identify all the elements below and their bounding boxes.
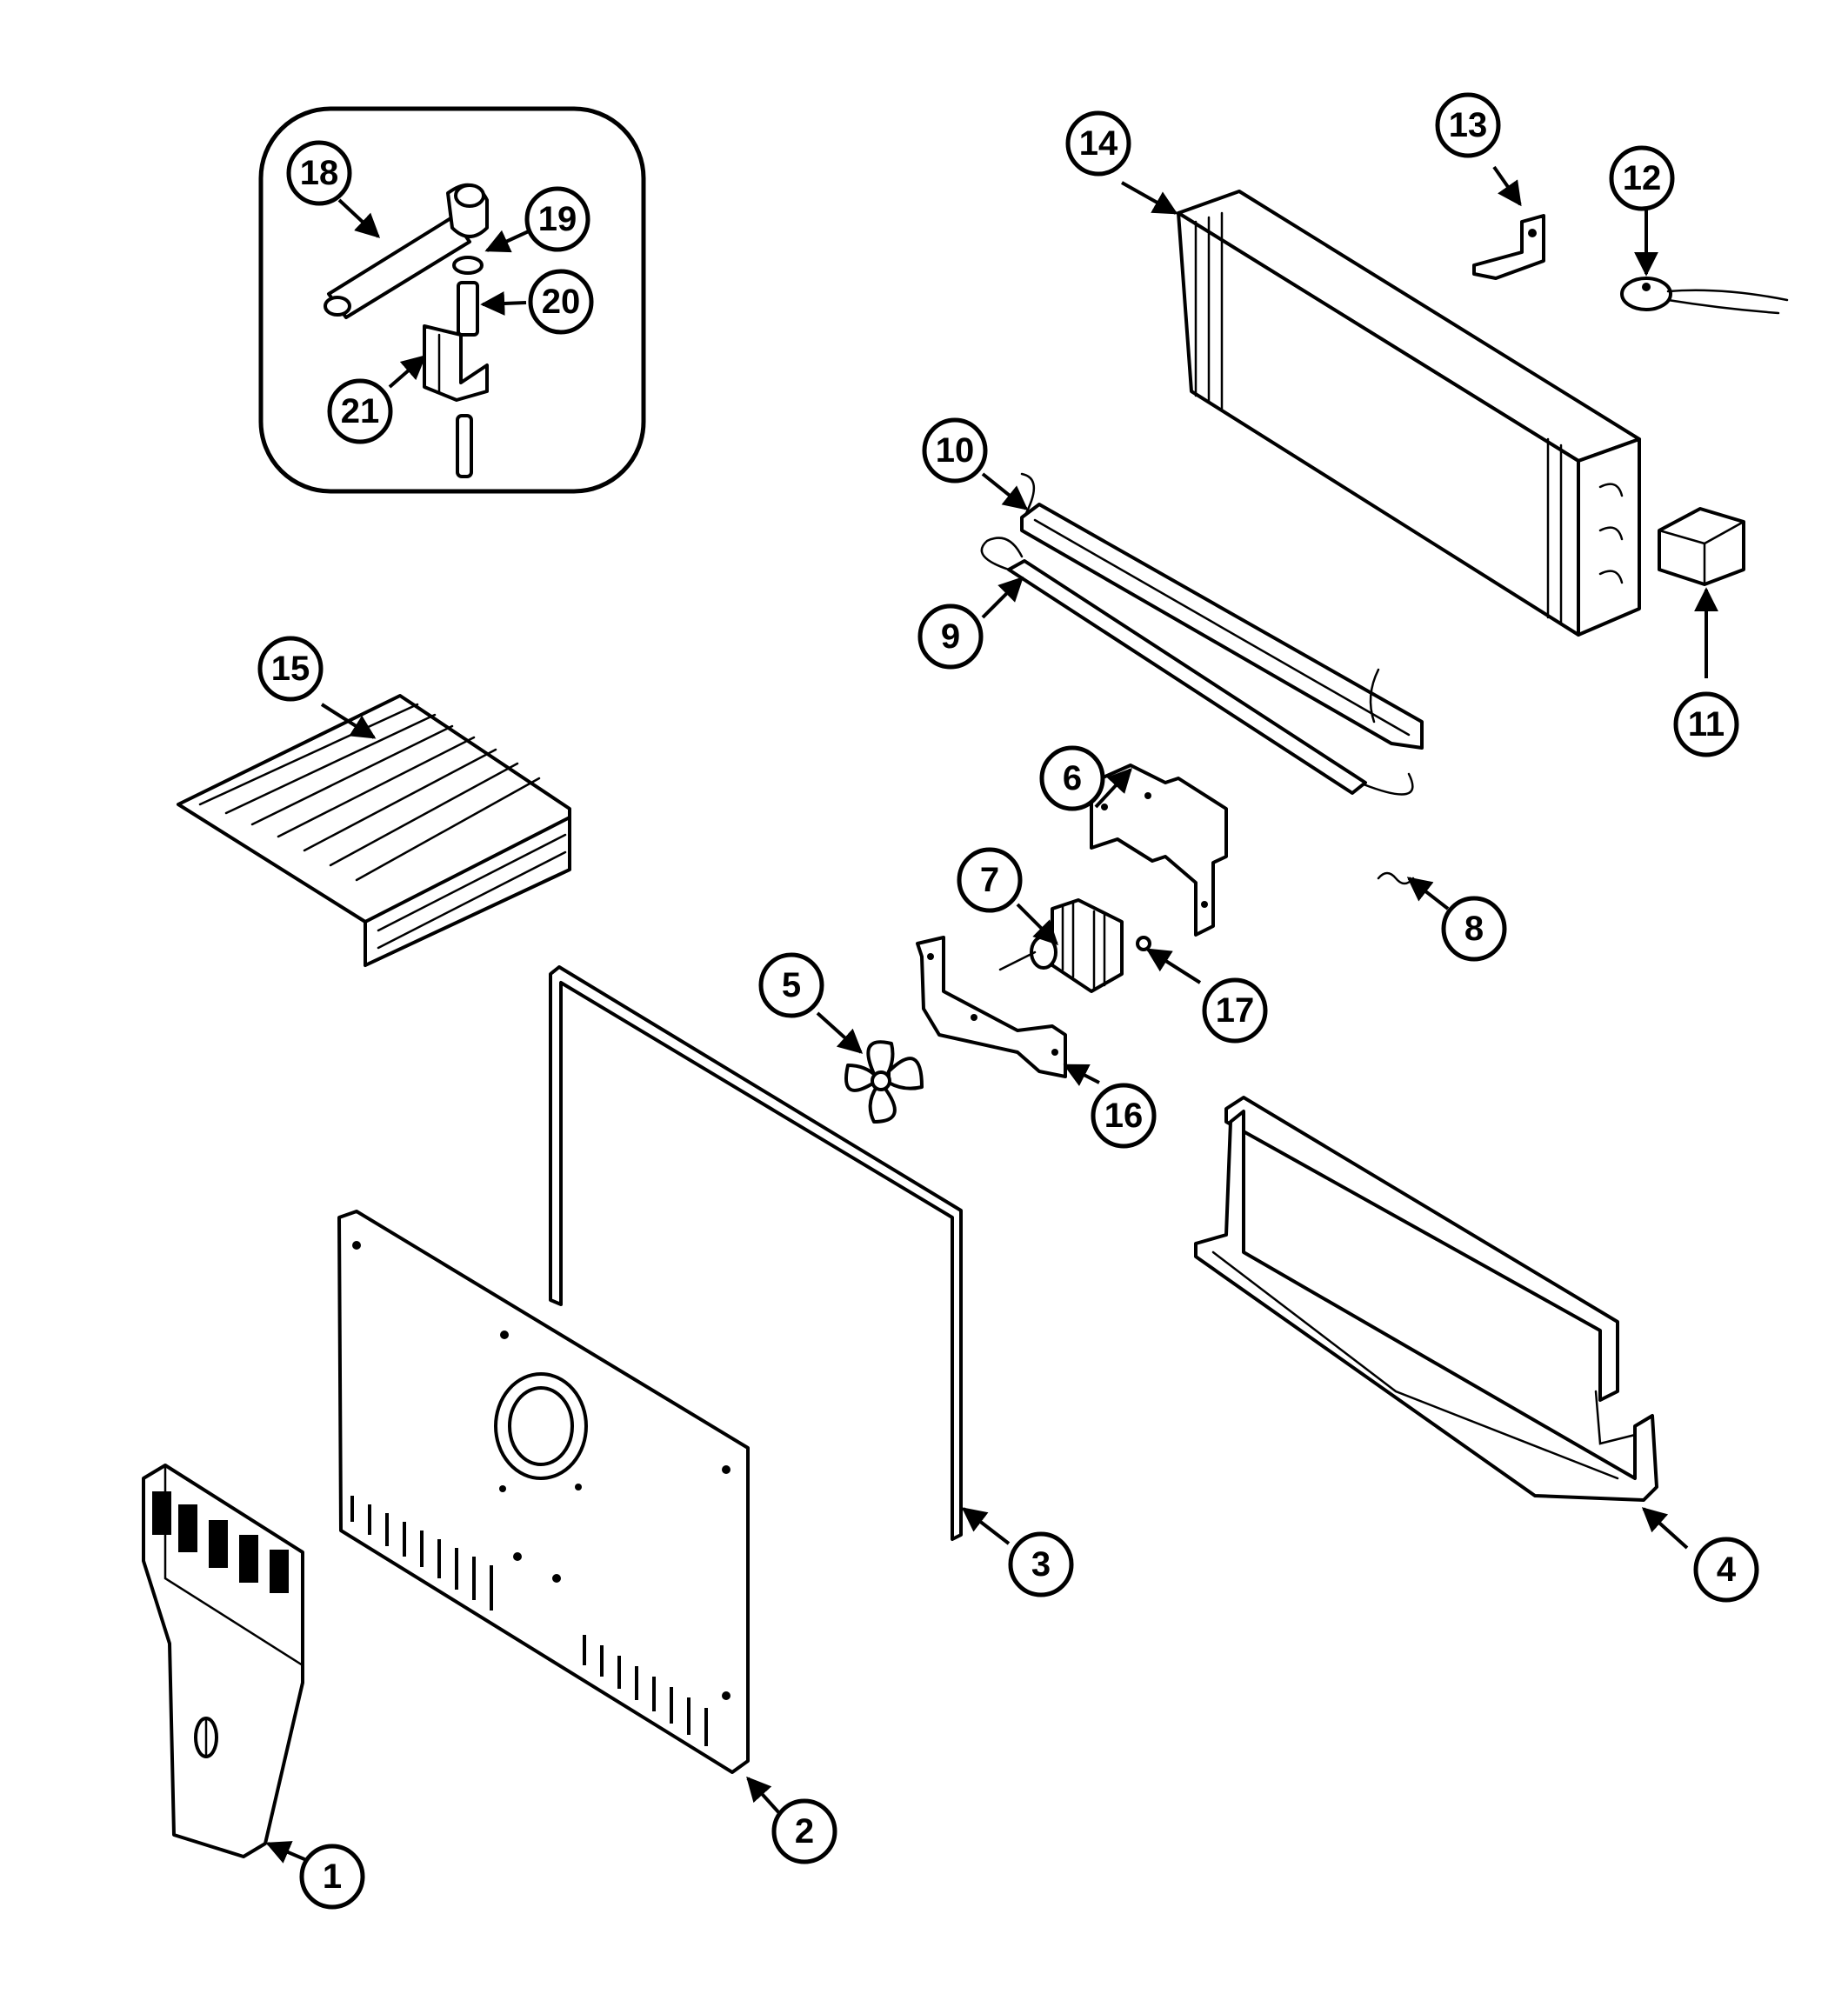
callout-label: 8 xyxy=(1464,910,1484,948)
part-8-clip xyxy=(1377,871,1415,885)
part-15-wire-shelf xyxy=(177,694,571,967)
callout-17: 17 xyxy=(1202,977,1268,1044)
part-5-fan-blade xyxy=(844,1040,924,1124)
part-6-motor-bracket xyxy=(1090,764,1228,937)
part-14-evaporator xyxy=(1177,190,1641,637)
vent-cover-louvers xyxy=(152,1491,289,1593)
callout-label: 19 xyxy=(538,200,577,238)
part-17-washer xyxy=(1136,936,1151,951)
part-2-rear-panel xyxy=(337,1210,750,1774)
part-4-drain-trough xyxy=(1194,1096,1658,1502)
callout-21: 21 xyxy=(327,378,393,444)
part-1-vent-cover xyxy=(142,1464,304,1858)
callout-label: 20 xyxy=(542,283,581,321)
callout-13: 13 xyxy=(1435,92,1501,158)
callouts: 1 2 3 4 5 6 7 8 xyxy=(257,92,1759,1910)
callout-8: 8 xyxy=(1441,896,1507,962)
callout-label: 14 xyxy=(1079,124,1118,163)
part-10-defrost-channel xyxy=(1020,472,1424,750)
callout-label: 10 xyxy=(936,431,975,470)
part-3-gasket-strip xyxy=(549,965,963,1541)
part-19-washer xyxy=(452,256,484,275)
callout-label: 12 xyxy=(1623,159,1662,197)
callout-1: 1 xyxy=(299,1844,365,1910)
callout-6: 6 xyxy=(1039,745,1105,811)
callout-label: 6 xyxy=(1063,759,1082,797)
part-12-thermostat xyxy=(1620,277,1789,315)
callout-label: 13 xyxy=(1449,106,1488,144)
callout-11: 11 xyxy=(1673,691,1739,757)
callout-7: 7 xyxy=(957,847,1023,913)
callout-label: 21 xyxy=(341,392,380,430)
callout-label: 3 xyxy=(1031,1545,1051,1584)
callout-label: 5 xyxy=(782,966,801,1004)
callout-15: 15 xyxy=(257,636,324,702)
callout-18: 18 xyxy=(286,140,352,206)
callout-9: 9 xyxy=(917,604,984,670)
part-11-terminal-block xyxy=(1658,507,1745,586)
part-18-tube xyxy=(324,183,489,319)
callout-12: 12 xyxy=(1609,145,1675,211)
callout-label: 4 xyxy=(1717,1551,1737,1589)
part-9-defrost-heater xyxy=(980,537,1414,796)
callout-label: 1 xyxy=(323,1857,342,1896)
callout-10: 10 xyxy=(922,417,988,483)
callout-20: 20 xyxy=(528,269,594,335)
callout-4: 4 xyxy=(1693,1537,1759,1603)
part-7-fan-motor xyxy=(998,898,1124,993)
callout-label: 15 xyxy=(271,650,310,688)
callout-label: 11 xyxy=(1688,705,1725,744)
callout-16: 16 xyxy=(1091,1083,1157,1149)
callout-19: 19 xyxy=(524,186,590,252)
part-21-clip xyxy=(423,324,489,478)
callout-label: 2 xyxy=(795,1812,814,1851)
callout-label: 18 xyxy=(300,154,339,192)
panel-vents-left xyxy=(350,1496,493,1611)
callout-label: 16 xyxy=(1104,1097,1144,1135)
leader-lines xyxy=(265,165,1718,1877)
part-20-sleeve xyxy=(457,281,479,337)
callout-5: 5 xyxy=(758,952,824,1018)
callout-14: 14 xyxy=(1065,110,1131,177)
callout-2: 2 xyxy=(771,1798,837,1864)
callout-3: 3 xyxy=(1008,1531,1074,1597)
panel-vents-right xyxy=(583,1635,708,1746)
callout-label: 9 xyxy=(941,617,960,656)
part-13-bracket xyxy=(1472,214,1545,280)
callout-label: 7 xyxy=(980,861,999,899)
callout-label: 17 xyxy=(1216,991,1255,1030)
